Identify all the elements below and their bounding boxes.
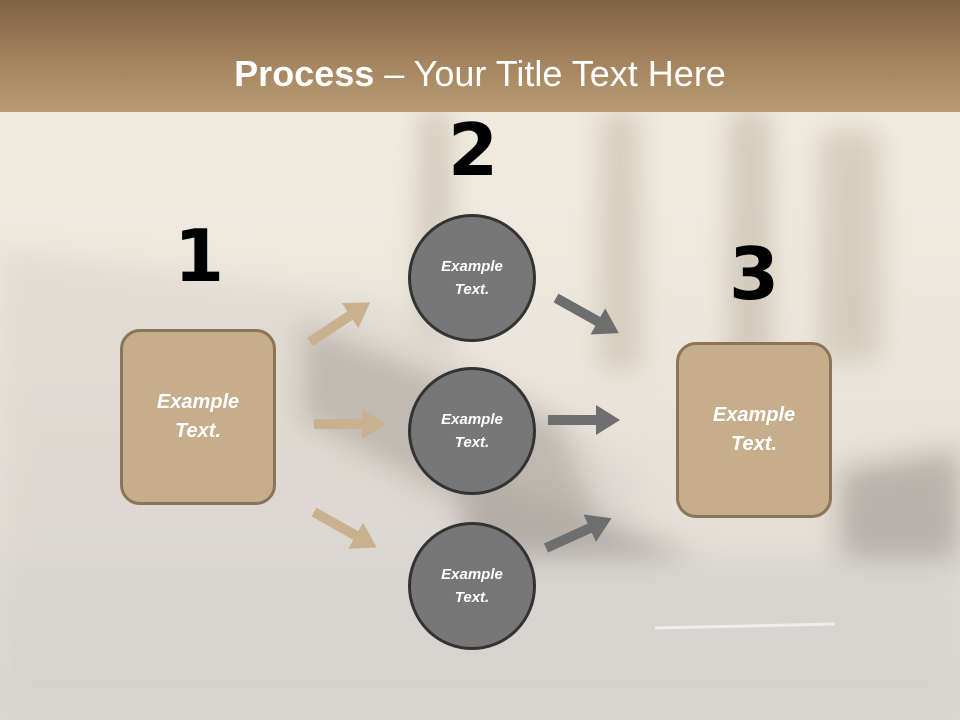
right-box-line1: Example xyxy=(712,404,796,426)
circle-3-line2: Text. xyxy=(454,589,490,606)
arrow-from-circle-2 xyxy=(548,405,620,435)
slide-title: Process – Your Title Text Here xyxy=(0,52,960,96)
arrow-to-circle-3 xyxy=(306,498,385,561)
step-number-2: 2 xyxy=(447,108,499,192)
circle-2-line2: Text. xyxy=(454,434,490,451)
step-number-3: 3 xyxy=(728,232,780,316)
arrow-to-circle-2 xyxy=(314,409,386,439)
title-bold: Process xyxy=(234,53,375,94)
process-circle-3[interactable]: Example Text. xyxy=(408,522,536,650)
left-box-line1: Example xyxy=(156,391,240,413)
step-number-1: 1 xyxy=(173,214,225,298)
circle-3-line1: Example xyxy=(441,566,503,583)
circle-1-line2: Text. xyxy=(454,281,490,298)
right-box-line2: Text. xyxy=(731,433,777,455)
title-rest: – Your Title Text Here xyxy=(374,53,726,94)
process-box-left[interactable]: Example Text. xyxy=(120,329,276,505)
arrow-from-circle-3 xyxy=(539,504,618,562)
process-circle-1[interactable]: Example Text. xyxy=(408,214,536,342)
left-box-line2: Text. xyxy=(175,420,221,442)
process-circle-2[interactable]: Example Text. xyxy=(408,367,536,495)
circle-1-line1: Example xyxy=(441,258,503,275)
process-box-right[interactable]: Example Text. xyxy=(676,342,832,518)
circle-2-line1: Example xyxy=(441,411,503,428)
arrow-to-circle-1 xyxy=(301,289,379,355)
title-band xyxy=(0,0,960,112)
arrow-from-circle-1 xyxy=(548,284,627,347)
